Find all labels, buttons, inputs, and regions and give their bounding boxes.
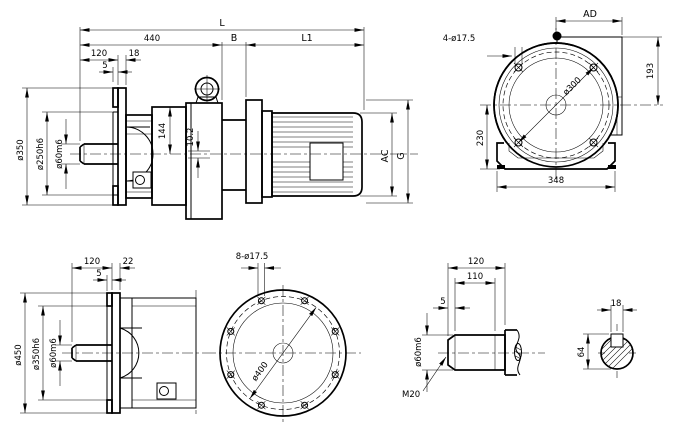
motor-adapter (222, 99, 273, 204)
gear-housing (125, 102, 223, 220)
dim-m20-thread: M20 (402, 390, 420, 400)
shaft-body (447, 334, 506, 371)
dim-5-flange: 5 (96, 269, 101, 279)
keyway (610, 333, 624, 348)
dim-18: 18 (129, 49, 140, 59)
dim-dia250h6: ø250h6 (36, 138, 46, 170)
rear-view: ø300 AD 193 230 348 4-ø17.5 (443, 9, 663, 192)
dim-120-shaft-detail: 120 (468, 257, 484, 267)
dim-18-key: 18 (611, 299, 622, 309)
dim-120-shaft: 120 (91, 49, 107, 59)
dim-overall-length: L (219, 18, 225, 29)
dim-dia350h6: ø350h6 (32, 338, 42, 370)
dim-L1: L1 (301, 33, 312, 44)
flange-side-view: 120 22 5 ø450 ø350h6 ø60m6 (14, 257, 205, 414)
side-view: L 440 B L1 120 18 5 ø350 (16, 18, 418, 220)
dim-AC: AC (380, 149, 391, 162)
rear-view-dimensions: ø300 AD 193 230 348 4-ø17.5 (443, 9, 662, 192)
dim-230: 230 (476, 130, 486, 146)
dim-144: 144 (158, 123, 168, 139)
terminal-box (309, 142, 344, 181)
dim-10-2: 10.2 (186, 128, 196, 147)
dim-G: G (396, 152, 407, 159)
dim-dia60m6-shaft: ø60m6 (414, 337, 424, 367)
dim-22: 22 (123, 257, 134, 267)
dim-dia450: ø450 (14, 344, 24, 365)
dim-dia60m6: ø60m6 (55, 139, 65, 169)
dim-B: B (231, 33, 238, 44)
shaft-shoulder (504, 329, 522, 376)
dim-5: 5 (102, 61, 107, 71)
dim-dia350: ø350 (16, 139, 26, 160)
dim-4-holes: 4-ø17.5 (443, 34, 476, 44)
dim-348: 348 (548, 176, 564, 186)
lifting-eye-rear (552, 31, 562, 41)
dim-AD: AD (583, 9, 597, 20)
dim-120-flange: 120 (84, 257, 100, 267)
output-flange (112, 87, 127, 206)
shaft-dimensions: 120 110 5 ø60m6 M20 (402, 257, 506, 400)
dim-dia60m6-flange: ø60m6 (49, 338, 59, 368)
dim-dia400: ø400 (250, 360, 271, 383)
flange-bolt-holes-8 (226, 296, 340, 410)
flange-side-dimensions: 120 22 5 ø450 ø350h6 ø60m6 (14, 257, 135, 414)
flange-front-view: ø400 8-ø17.5 (205, 252, 361, 425)
motor-body (271, 112, 363, 197)
foot-base (496, 142, 616, 170)
key-section-view: 18 64 (577, 299, 637, 378)
flange-front-dimensions: ø400 8-ø17.5 (236, 252, 317, 399)
lifting-eye (194, 75, 220, 104)
dim-440: 440 (144, 34, 160, 44)
dim-64: 64 (577, 347, 587, 358)
dim-193: 193 (646, 63, 656, 79)
dim-8-holes: 8-ø17.5 (236, 252, 269, 262)
side-view-dimensions: L 440 B L1 120 18 5 ø350 (16, 18, 413, 206)
m20-hole-section (514, 343, 522, 361)
key-section-dimensions: 18 64 (577, 299, 637, 370)
dim-110: 110 (467, 272, 483, 282)
dim-5-shaft: 5 (440, 297, 445, 307)
shaft-detail-view: 120 110 5 ø60m6 M20 (402, 257, 545, 400)
